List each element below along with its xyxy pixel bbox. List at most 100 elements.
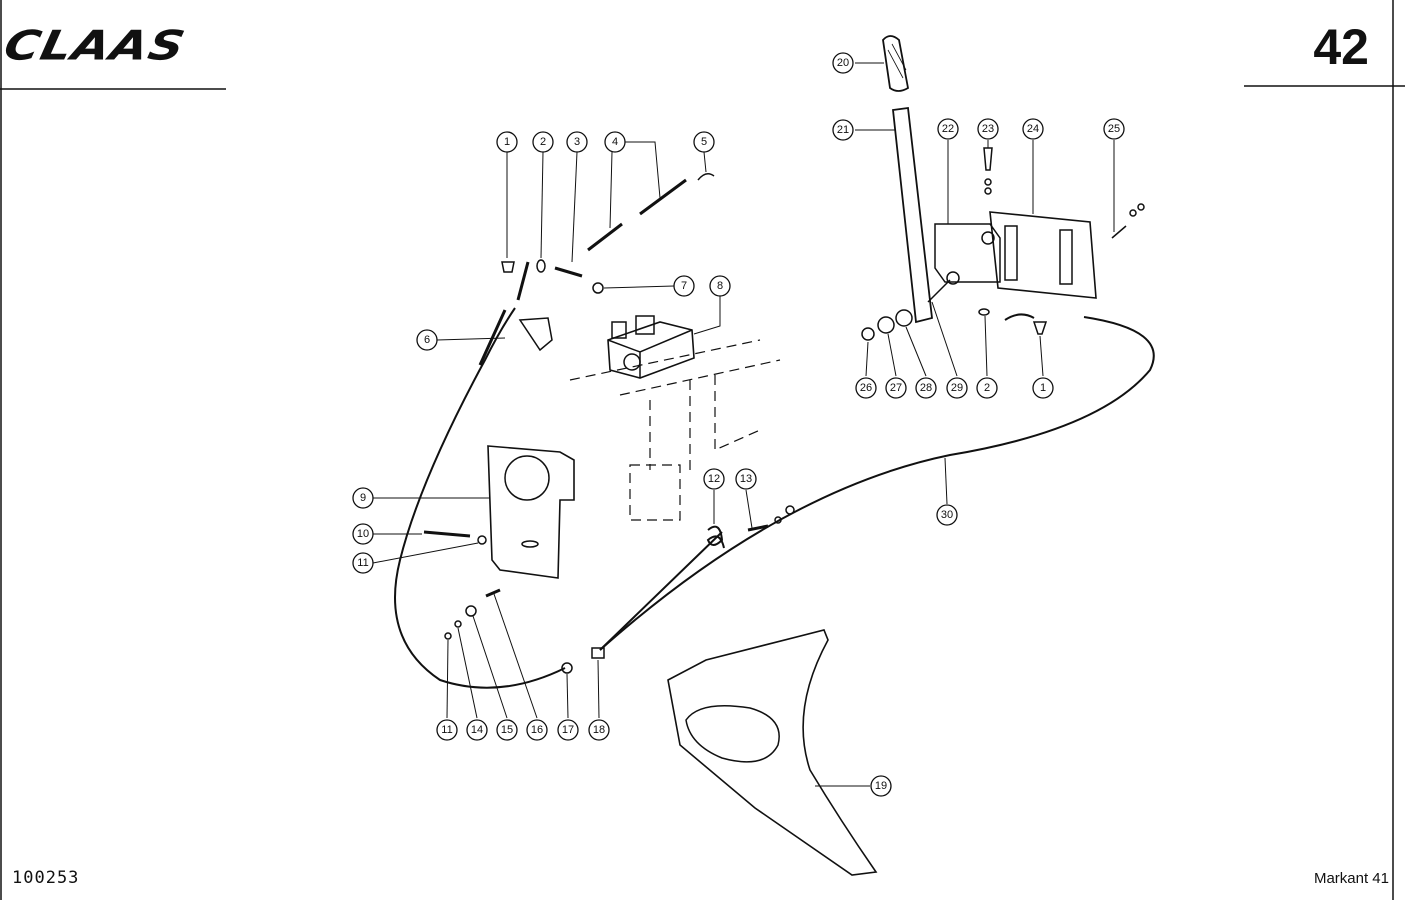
svg-text:27: 27 [890,382,902,394]
svg-text:12: 12 [708,473,720,485]
svg-text:11: 11 [357,557,368,569]
callout-21: 21 [832,119,854,141]
callout-labels: 1 2 3 4 5 6 7 8 9 10 11 12 13 11 14 15 1… [352,52,1125,797]
model-name: Markant 41 [1313,870,1389,887]
part-nut-23 [984,187,992,195]
callout-10: 10 [352,523,374,545]
svg-text:3: 3 [574,136,580,148]
cable-connector [599,531,723,651]
callout-8: 8 [709,275,731,297]
svg-text:19: 19 [875,780,887,792]
svg-text:2: 2 [540,136,546,148]
svg-text:7: 7 [681,280,687,292]
callout-30: 30 [936,504,958,526]
leader-17 [566,673,569,719]
leader-14 [457,627,478,719]
svg-text:16: 16 [531,724,543,736]
grip-texture [887,43,907,79]
svg-text:11: 11 [441,724,452,736]
part-nut-7 [592,282,604,294]
valve-fitting-a [611,321,627,339]
callout-16: 16 [526,719,548,741]
svg-text:24: 24 [1027,123,1039,135]
shield-cutout [685,705,780,763]
callout-11b: 11 [436,719,458,741]
leader-7 [603,285,675,289]
part-bolt-head [981,231,995,245]
callout-27: 27 [885,377,907,399]
part-cable-end-6 [478,261,530,366]
part-lever [892,106,933,324]
leader-4 [609,141,661,229]
part-washer-27 [877,316,895,334]
callout-15: 15 [496,719,518,741]
part-cable-bracket-6 [518,317,553,352]
svg-text:25: 25 [1108,123,1120,135]
part-bolt-10 [423,530,471,538]
leader-6 [436,337,506,341]
part-bolt-29 [927,279,951,303]
part-handle-grip [882,35,910,92]
leader-26 [865,341,869,377]
leader-3 [571,151,578,263]
part-nut-11 [477,535,487,545]
leader-11b [446,639,449,719]
callout-13: 13 [735,468,757,490]
part-clip-2 [536,259,546,273]
part-nipple-1 [501,261,515,273]
callout-22: 22 [937,118,959,140]
svg-text:9: 9 [360,492,366,504]
callout-25: 25 [1103,118,1125,140]
part-mounting-plate [989,211,1097,299]
part-screw-23 [983,147,993,171]
part-nut-17 [561,662,573,674]
svg-text:1: 1 [504,136,510,148]
part-nipple-1-right [1032,321,1048,335]
part-bolt-3 [554,266,583,278]
callout-7: 7 [673,275,695,297]
svg-text:13: 13 [740,473,752,485]
svg-text:18: 18 [593,724,605,736]
callout-28: 28 [915,377,937,399]
part-bracket-plate-9 [487,445,575,579]
valve-edges [607,329,693,378]
svg-text:1: 1 [1040,382,1046,394]
leader-29 [931,301,958,377]
svg-text:29: 29 [951,382,963,394]
svg-text:14: 14 [471,724,483,736]
callout-1b: 1 [1032,377,1054,399]
callout-6: 6 [416,329,438,351]
part-clip-2-right [978,308,990,316]
callout-17: 17 [557,719,579,741]
part-bolt-head-29 [946,271,960,285]
callout-5: 5 [693,131,715,153]
part-valve-block-8 [607,321,695,379]
leader-15 [472,615,508,719]
leader-8 [693,296,721,335]
svg-text:6: 6 [424,334,430,346]
leader-11 [372,542,479,564]
document-number: 100253 [12,868,80,888]
callout-20: 20 [832,52,854,74]
leader-5 [703,151,707,173]
svg-text:28: 28 [920,382,932,394]
svg-text:15: 15 [501,724,513,736]
leader-2 [540,151,544,259]
part-bolt-13 [747,524,769,532]
callout-24: 24 [1022,118,1044,140]
part-hook-5 [697,173,715,181]
leader-28 [905,326,927,377]
svg-text:5: 5 [701,136,707,148]
leader-30 [944,457,948,505]
machine-outline-dashed [569,339,781,521]
leader-1b [1039,335,1044,377]
svg-text:4: 4 [612,136,618,148]
svg-text:20: 20 [837,57,849,69]
part-cable-30 [599,313,1155,651]
callout-14: 14 [466,719,488,741]
plate-slot [521,540,539,548]
plate-round-hole [504,455,550,501]
part-fitting-18 [591,647,605,659]
